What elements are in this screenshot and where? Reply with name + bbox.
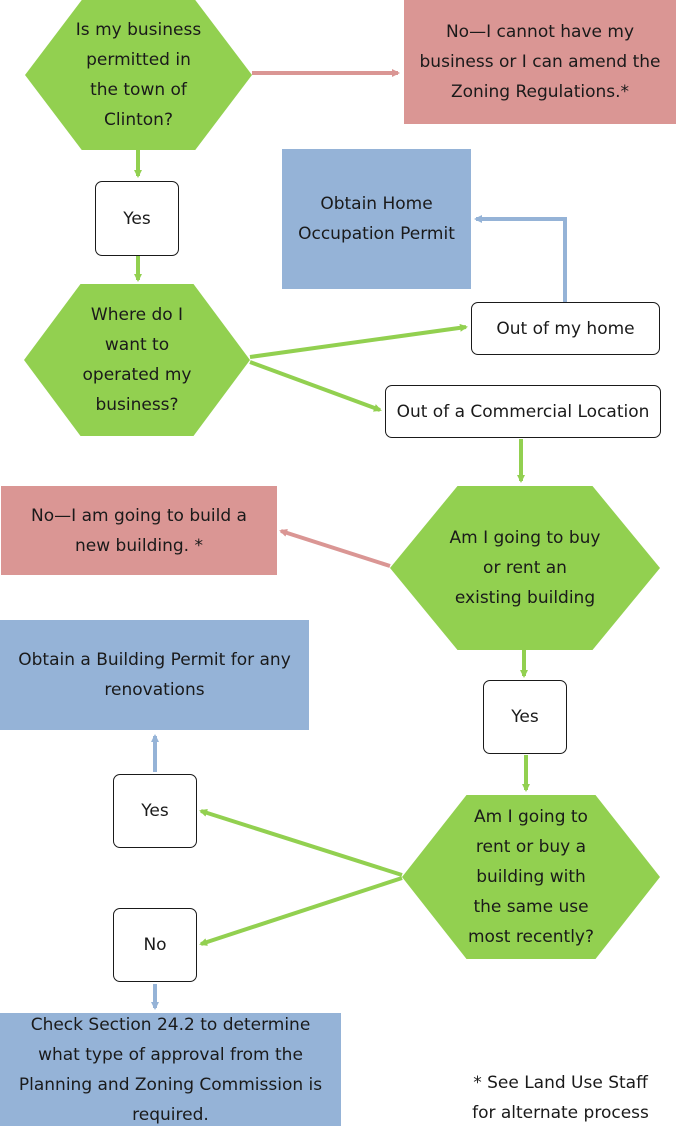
- answer-yes-permitted: Yes: [95, 181, 179, 256]
- decision-buy-or-rent-text: Am I going to buy or rent an existing bu…: [449, 528, 601, 608]
- option-out-of-home-text: Out of my home: [496, 318, 635, 339]
- action-building-permit: Obtain a Building Permit for any renovat…: [0, 620, 309, 730]
- arrow-buy-to-build: [279, 529, 391, 568]
- outcome-cannot-have-business: No—I cannot have my business or I can am…: [404, 0, 676, 124]
- decision-where-operate-text: Where do I want to operated my business?: [82, 305, 192, 415]
- answer-no-same-use-text: No: [143, 935, 167, 955]
- answer-yes-buy-rent: Yes: [483, 680, 567, 754]
- arrow-same-use-to-yes: [199, 809, 403, 877]
- answer-yes-permitted-text: Yes: [123, 208, 151, 229]
- option-commercial-location: Out of a Commercial Location: [385, 385, 661, 438]
- decision-permitted-text: Is my business permitted in the town of …: [75, 20, 202, 130]
- outcome-cannot-have-business-text: No—I cannot have my business or I can am…: [419, 22, 661, 102]
- action-check-section-text: Check Section 24.2 to determine what typ…: [18, 1014, 323, 1125]
- action-home-occupation-permit-text: Obtain Home Occupation Permit: [298, 194, 455, 244]
- outcome-build-new: No—I am going to build a new building. *: [1, 486, 277, 575]
- arrow-where-to-home: [249, 323, 468, 359]
- decision-where-operate: Where do I want to operated my business?: [24, 284, 250, 436]
- arrow-same-use-to-no: [199, 876, 403, 946]
- action-home-occupation-permit: Obtain Home Occupation Permit: [282, 149, 471, 289]
- answer-yes-same-use: Yes: [113, 774, 197, 848]
- option-commercial-location-text: Out of a Commercial Location: [396, 401, 650, 422]
- action-building-permit-text: Obtain a Building Permit for any renovat…: [18, 650, 291, 700]
- answer-yes-buy-rent-text: Yes: [511, 707, 539, 727]
- action-check-section: Check Section 24.2 to determine what typ…: [0, 1013, 341, 1126]
- answer-yes-same-use-text: Yes: [141, 801, 169, 821]
- outcome-build-new-text: No—I am going to build a new building. *: [31, 505, 247, 556]
- arrow-where-to-commercial: [249, 360, 382, 412]
- footnote: * See Land Use Staff for alternate proce…: [472, 1073, 649, 1123]
- answer-no-same-use: No: [113, 908, 197, 982]
- option-out-of-home: Out of my home: [471, 302, 660, 355]
- arrow-home-to-permit: [474, 215, 567, 302]
- decision-same-use-text: Am I going to rent or buy a building wit…: [467, 807, 594, 947]
